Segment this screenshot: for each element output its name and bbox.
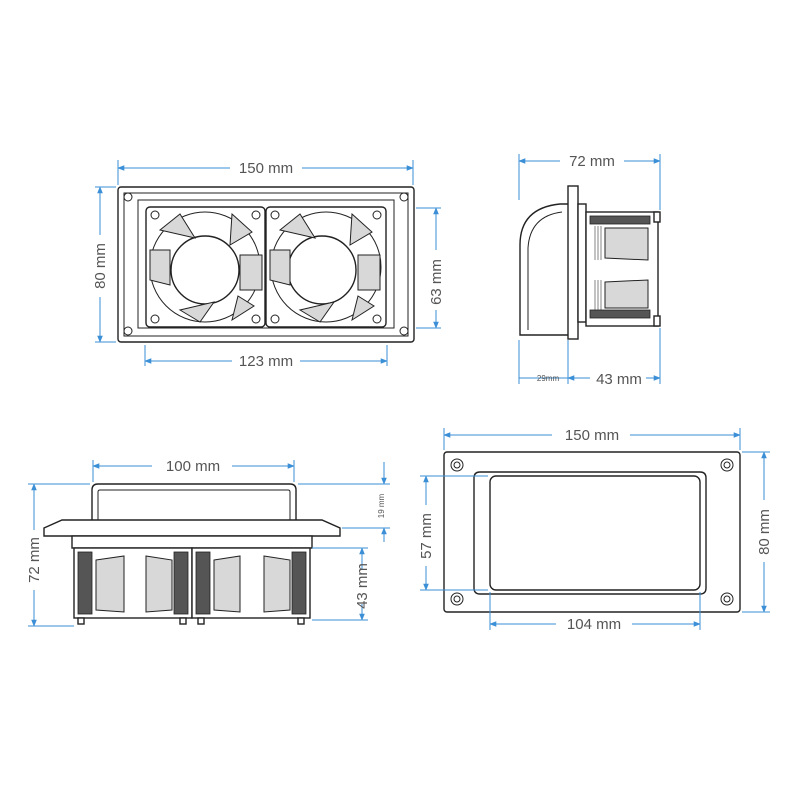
side-body-label: 43 mm [596,371,642,388]
side-flange [567,185,579,340]
back-window [489,475,701,591]
fan-right [265,206,387,328]
back-window-width-label: 104 mm [567,616,621,633]
back-width-label: 150 mm [565,427,619,444]
front-height-label: 80 mm [92,243,109,289]
back-screw-holes [450,458,734,606]
bottom-bracket [91,483,297,525]
side-hood [519,203,571,336]
bottom-view: 100 mm 72 mm 19 mm 43 mm [26,458,390,627]
front-inner-width-label: 123 mm [239,353,293,370]
front-frame-inner-edge [123,192,409,337]
side-flange-label: 29mm [537,374,560,383]
side-view: 72 mm 29mm 43 mm [518,153,661,388]
front-view: 150 mm 80 mm 123 mm 63 mm [92,160,445,370]
front-screw-holes [123,192,409,336]
back-view: 150 mm 80 mm 57 mm 104 mm [418,427,773,633]
front-inner-height-label: 63 mm [428,259,445,305]
bottom-body-height-label: 43 mm [354,563,371,609]
fan-left [145,206,266,328]
bottom-bracket-height-label: 19 mm [377,493,386,518]
back-height-label: 80 mm [756,509,773,555]
bottom-bracket-width-label: 100 mm [166,458,220,475]
bottom-fans [73,547,311,625]
bottom-total-height-label: 72 mm [26,537,43,583]
back-window-height-label: 57 mm [418,513,435,559]
front-recess [137,199,395,329]
front-width-label: 150 mm [239,160,293,177]
side-ribs [594,226,602,310]
bottom-flange [43,519,341,537]
side-depth-label: 72 mm [569,153,615,170]
